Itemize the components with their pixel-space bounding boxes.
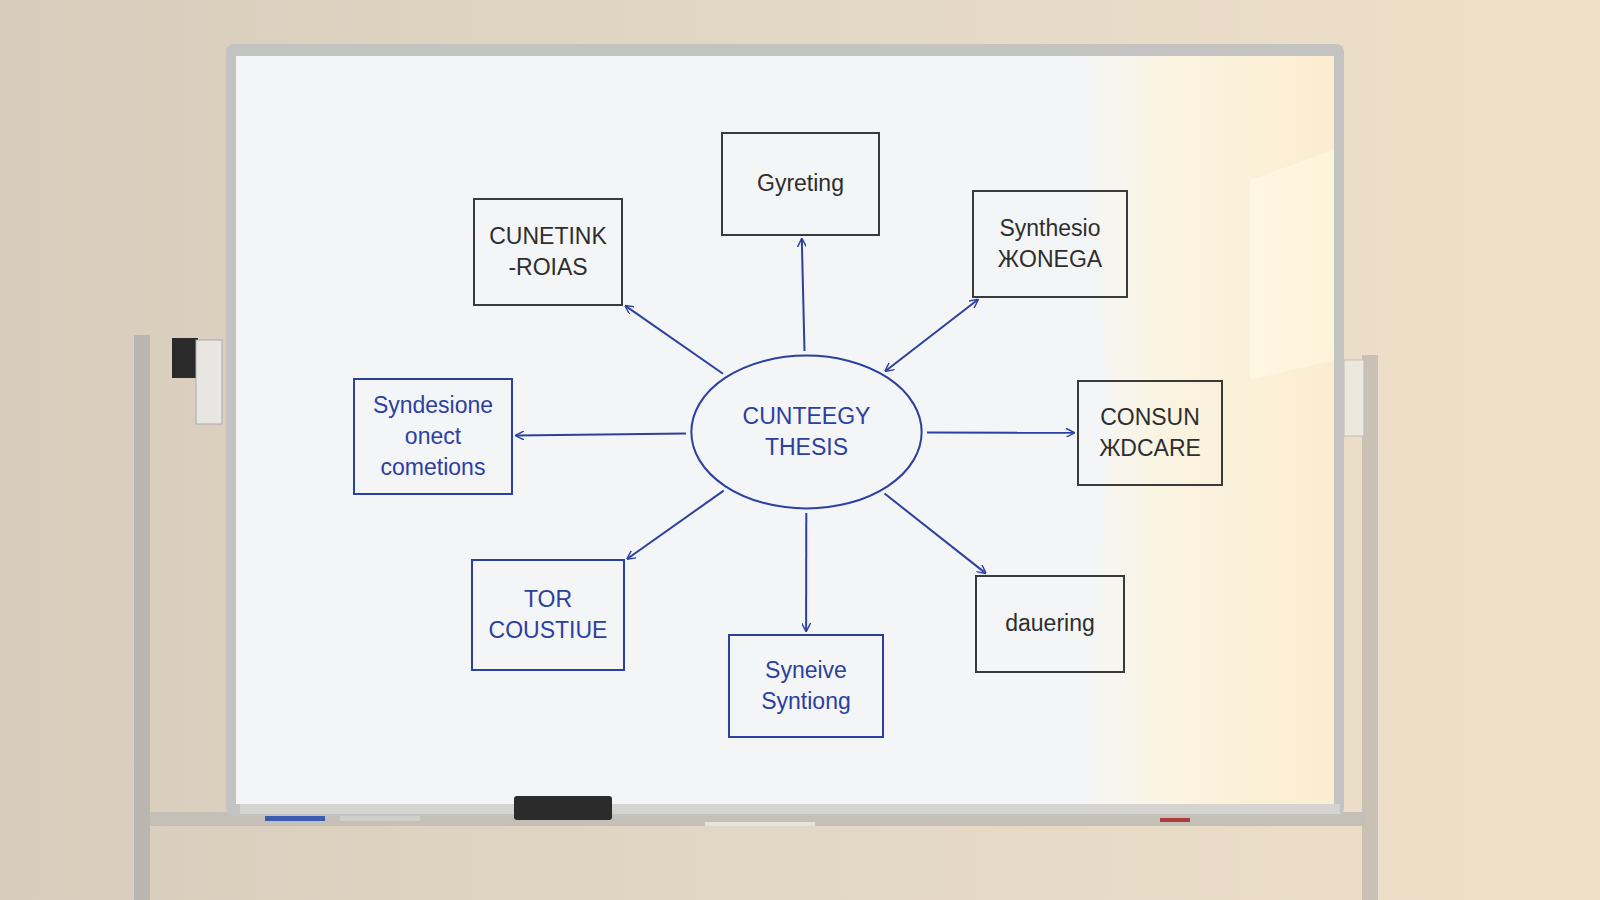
node-label: Syneive Syntiong <box>744 655 868 717</box>
node-label: CUNTEEGY THESIS <box>715 401 898 463</box>
arrow-connector <box>805 513 807 631</box>
node-label: CUNETINK -ROIAS <box>489 221 607 283</box>
node-label: TOR COUSTIUE <box>487 584 609 646</box>
process-box: TOR COUSTIUE <box>471 559 625 671</box>
node-text-group: Syneive Syntiong <box>744 655 868 717</box>
arrow-connector <box>885 494 986 574</box>
marker <box>705 822 815 826</box>
node-text-group: CUNETINK -ROIAS <box>489 221 607 283</box>
process-box: Synthesio ЖONEGA <box>972 190 1128 298</box>
node-text-group: CUNTEEGY THESIS <box>715 401 898 463</box>
central-ellipse: CUNTEEGY THESIS <box>689 354 924 510</box>
node-text-group: CONSUN ЖDCARE <box>1093 402 1207 464</box>
node-label: Syndesione onect cometions <box>369 390 497 483</box>
process-box: Syndesione onect cometions <box>353 378 513 495</box>
eraser <box>514 796 612 820</box>
board-frame <box>226 44 1344 816</box>
process-box: CONSUN ЖDCARE <box>1077 380 1223 486</box>
stand-leg <box>134 335 150 900</box>
marker <box>1160 818 1190 822</box>
marker <box>265 816 325 821</box>
marker <box>340 816 420 821</box>
node-label: Gyreting <box>757 168 844 199</box>
clamp <box>1344 360 1364 436</box>
process-box: Syneive Syntiong <box>728 634 884 738</box>
node-text-group: Synthesio ЖONEGA <box>988 213 1112 275</box>
node-label: Synthesio ЖONEGA <box>988 213 1112 275</box>
process-box: dauering <box>975 575 1125 673</box>
clamp <box>196 340 222 424</box>
node-text-group: TOR COUSTIUE <box>487 584 609 646</box>
process-box: Gyreting <box>721 132 880 236</box>
arrow-connector <box>627 491 723 559</box>
node-text-group: Syndesione onect cometions <box>369 390 497 483</box>
sunlight <box>1080 56 1334 804</box>
arrow-connector <box>626 306 724 374</box>
process-box: CUNETINK -ROIAS <box>473 198 623 306</box>
arrow-connector <box>927 431 1074 433</box>
arrow-connector <box>802 239 805 351</box>
board-surface <box>236 56 1334 804</box>
marker-tray <box>240 804 1340 814</box>
arrow-connector <box>516 434 686 436</box>
node-label: CONSUN ЖDCARE <box>1093 402 1207 464</box>
clamp <box>172 338 198 378</box>
sunlight <box>1250 150 1334 380</box>
arrow-connector <box>886 300 978 371</box>
node-text-group: Gyreting <box>757 168 844 199</box>
node-label: dauering <box>1005 608 1095 639</box>
node-text-group: dauering <box>1005 608 1095 639</box>
ellipse-outline <box>689 354 924 510</box>
